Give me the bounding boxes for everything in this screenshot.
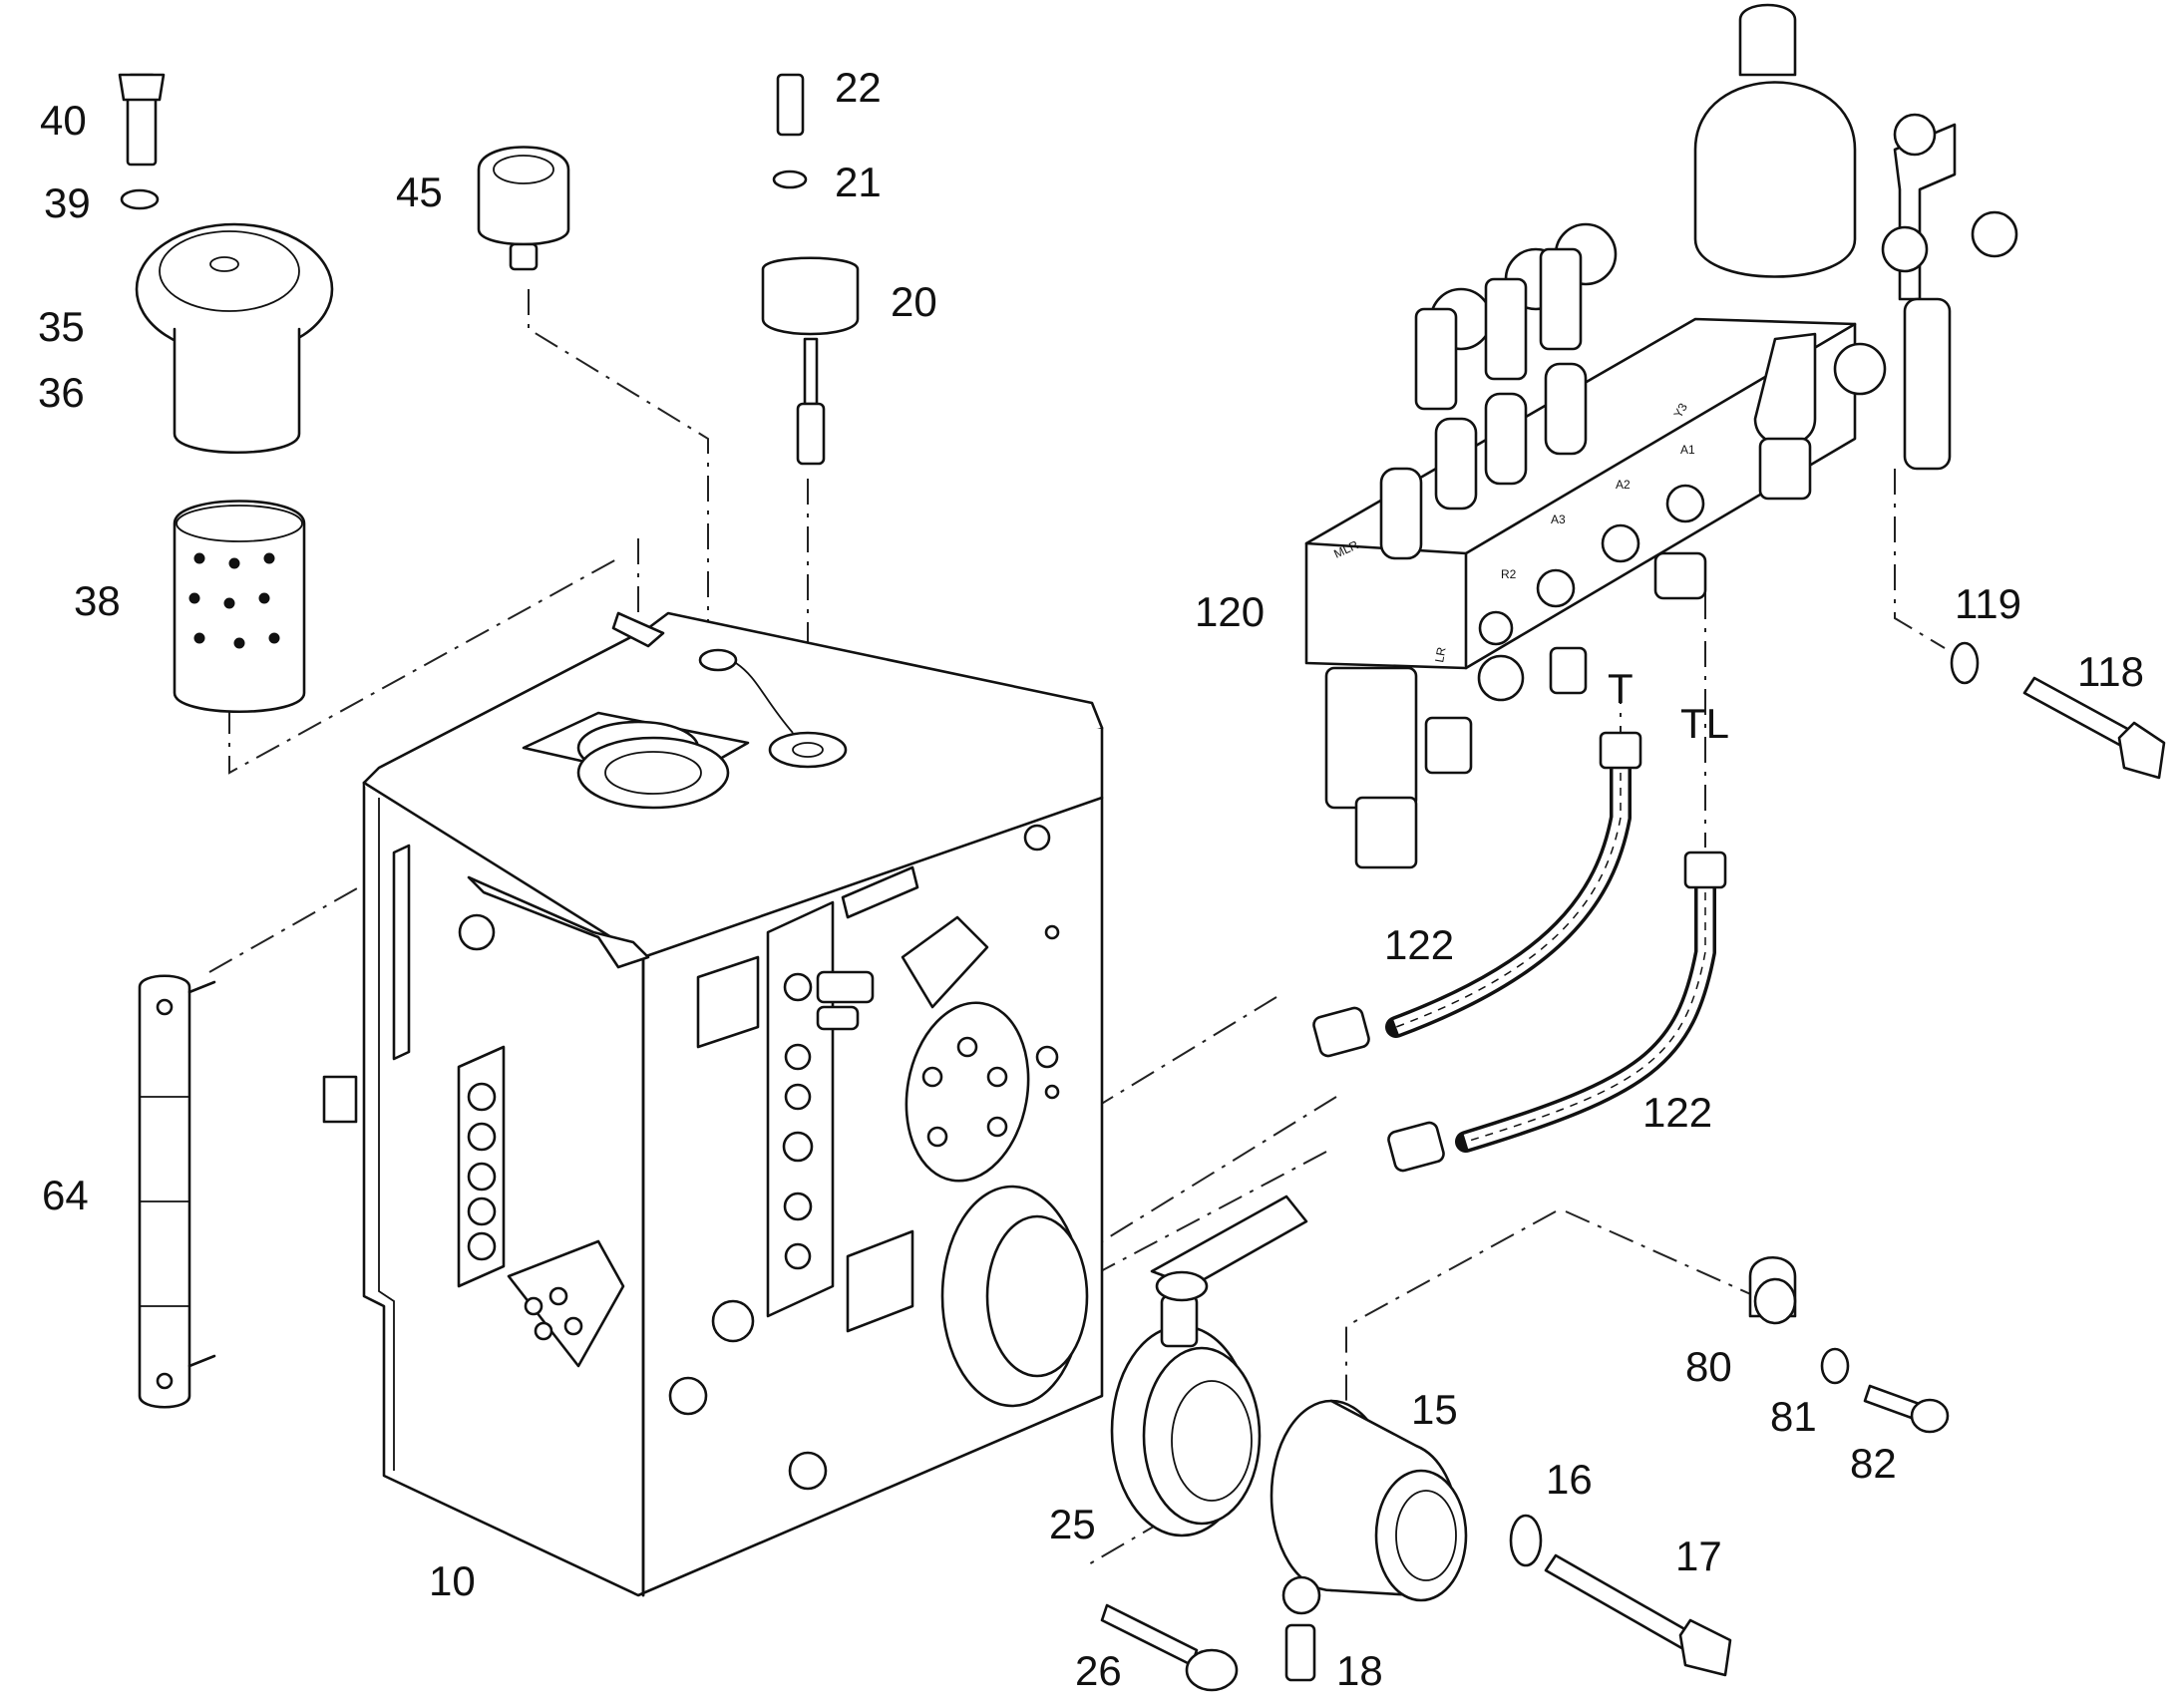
- level-gauge: [761, 73, 860, 466]
- callout-80: 80: [1685, 1343, 1732, 1390]
- callout-120: 120: [1195, 588, 1265, 635]
- marking-y3: Y3: [1670, 401, 1690, 421]
- marking-lr: LR: [1432, 646, 1449, 664]
- hydraulic-tank: [322, 611, 1104, 1597]
- callout-122-upper: 122: [1384, 921, 1454, 968]
- callout-82: 82: [1850, 1440, 1897, 1487]
- callout-25: 25: [1049, 1501, 1096, 1547]
- marking-a3: A3: [1551, 512, 1566, 526]
- filter-assembly: [118, 73, 334, 714]
- strip-part-64: [138, 974, 216, 1409]
- callout-119: 119: [1955, 580, 2021, 627]
- callout-tl: TL: [1680, 700, 1729, 747]
- callout-81: 81: [1770, 1393, 1817, 1440]
- callout-40: 40: [40, 97, 87, 144]
- callout-18: 18: [1336, 1647, 1383, 1694]
- callout-64: 64: [42, 1172, 89, 1218]
- callout-38: 38: [74, 577, 121, 624]
- fasteners: [1100, 641, 2166, 1692]
- callout-17: 17: [1675, 1533, 1722, 1579]
- callout-35: 35: [38, 303, 85, 350]
- callout-45: 45: [396, 169, 443, 215]
- callout-21: 21: [835, 159, 882, 205]
- callout-t: T: [1608, 665, 1634, 712]
- callout-36: 36: [38, 369, 85, 416]
- callout-16: 16: [1546, 1456, 1593, 1503]
- marking-a1: A1: [1680, 443, 1695, 457]
- filler-cap: [477, 146, 570, 271]
- callout-22: 22: [835, 64, 882, 111]
- callouts: 40 39 35 36 38 45 22 21 20 120 119 118 T…: [38, 64, 2144, 1694]
- flange-adapter: [1270, 1399, 1468, 1602]
- marking-a2: A2: [1616, 478, 1631, 492]
- callout-118: 118: [2077, 648, 2144, 695]
- callout-26: 26: [1075, 1647, 1122, 1694]
- callout-122-lower: 122: [1642, 1089, 1712, 1136]
- callout-15: 15: [1411, 1386, 1458, 1433]
- callout-10: 10: [429, 1557, 476, 1604]
- hoses: [1312, 731, 1727, 1173]
- callout-20: 20: [891, 278, 937, 325]
- butterfly-valve: [1110, 1195, 1308, 1537]
- callout-39: 39: [44, 179, 91, 226]
- valve-block: MLR LR R2 A3 A2 A1 Y3: [1304, 3, 2018, 869]
- marking-r2: R2: [1501, 567, 1517, 581]
